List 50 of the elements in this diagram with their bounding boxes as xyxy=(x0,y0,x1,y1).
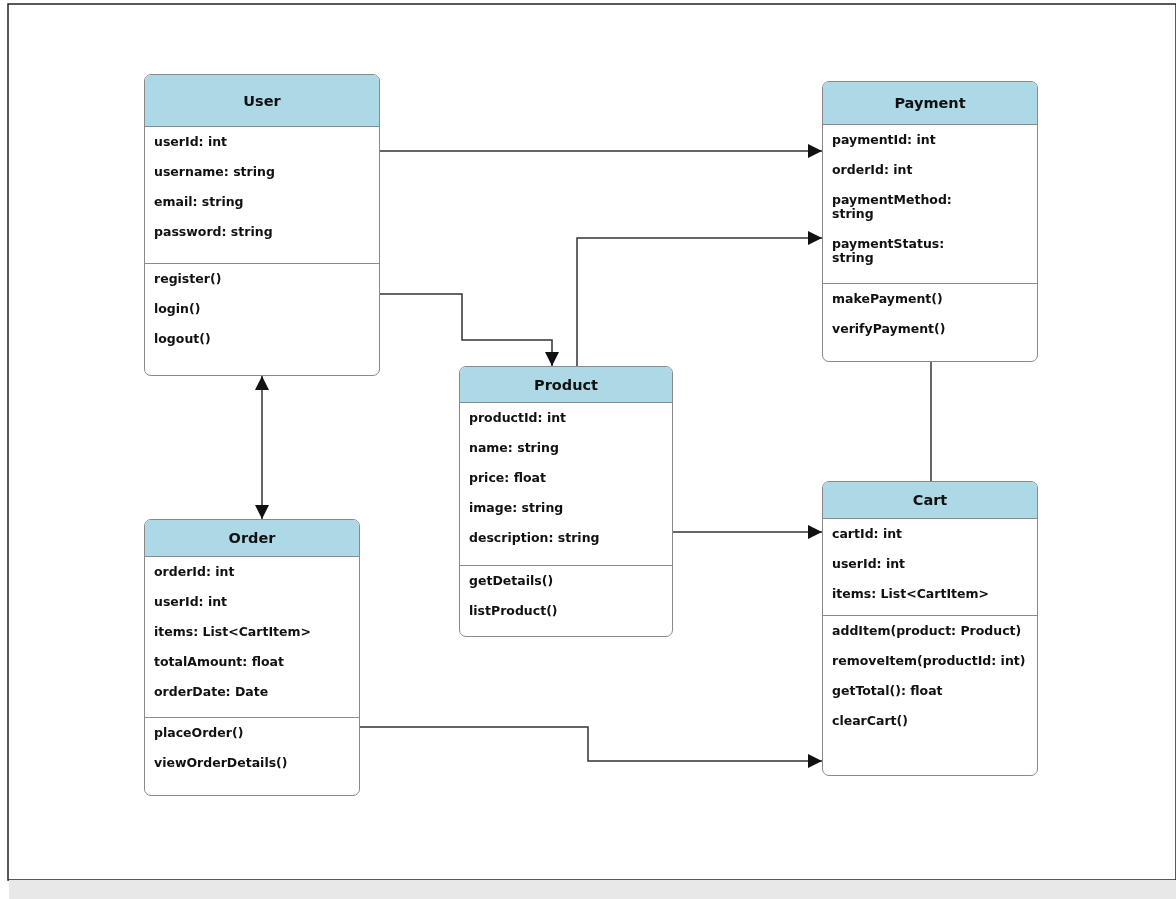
method-text: register() xyxy=(154,272,222,286)
attribute-text: password: string xyxy=(154,225,273,239)
attribute-text: price: float xyxy=(469,471,546,485)
method-text: login() xyxy=(154,302,201,316)
association-arrow xyxy=(672,525,823,539)
attribute-text: productId: int xyxy=(469,411,567,425)
association-arrow xyxy=(255,375,269,520)
method-text: makePayment() xyxy=(832,292,943,306)
attribute-text: items: List<CartItem> xyxy=(154,625,312,639)
attribute-text: userId: int xyxy=(154,595,228,609)
attribute-text: cartId: int xyxy=(832,527,903,541)
association-arrow xyxy=(359,726,823,768)
attribute-text: totalAmount: float xyxy=(154,655,284,669)
method-text: removeItem(productId: int) xyxy=(832,654,1026,668)
class-name-header: Product xyxy=(460,367,672,403)
method-text: listProduct() xyxy=(469,604,558,618)
attribute-text: orderId: int xyxy=(832,163,913,177)
association-arrow xyxy=(576,231,823,367)
method-text: addItem(product: Product) xyxy=(832,624,1022,638)
method-text: getTotal(): float xyxy=(832,684,943,698)
method-text: getDetails() xyxy=(469,574,554,588)
method-text: clearCart() xyxy=(832,714,908,728)
class-box xyxy=(144,74,380,376)
class-name-header: User xyxy=(145,75,379,127)
attribute-text: paymentMethod: string xyxy=(832,193,953,221)
attribute-text: paymentId: int xyxy=(832,133,936,147)
attribute-text: username: string xyxy=(154,165,275,179)
association-arrow xyxy=(379,144,823,158)
attribute-text: image: string xyxy=(469,501,564,515)
class-name-header: Payment xyxy=(823,82,1037,125)
class-box xyxy=(459,366,673,637)
class-name-header: Order xyxy=(145,520,359,557)
association-arrow xyxy=(379,293,559,367)
method-text: verifyPayment() xyxy=(832,322,946,336)
class-box xyxy=(822,481,1038,776)
attribute-text: paymentStatus: string xyxy=(832,237,946,265)
attribute-text: email: string xyxy=(154,195,244,209)
class-box xyxy=(144,519,360,796)
method-text: logout() xyxy=(154,332,211,346)
class-name-header: Cart xyxy=(823,482,1037,519)
attribute-text: orderId: int xyxy=(154,565,235,579)
attribute-text: userId: int xyxy=(832,557,906,571)
attribute-text: name: string xyxy=(469,441,559,455)
method-text: placeOrder() xyxy=(154,726,244,740)
attribute-text: description: string xyxy=(469,531,600,545)
class-box xyxy=(822,81,1038,362)
attribute-text: orderDate: Date xyxy=(154,685,269,699)
method-text: viewOrderDetails() xyxy=(154,756,288,770)
attribute-text: items: List<CartItem> xyxy=(832,587,990,601)
attribute-text: userId: int xyxy=(154,135,228,149)
